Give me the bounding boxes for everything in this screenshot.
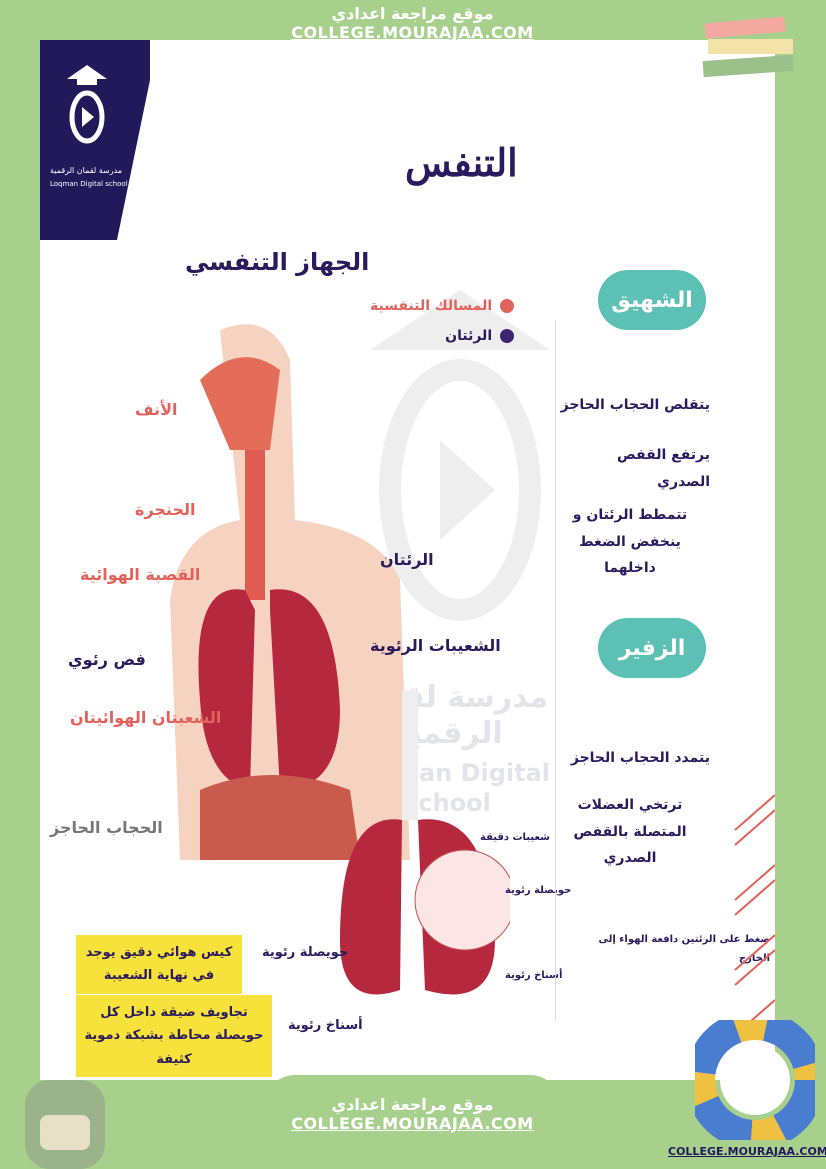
label-alveolus: حويصلة رئوية: [505, 885, 572, 896]
inhalation-step: يرتفع القفص الصدري: [616, 447, 710, 490]
chevron-up-decoration-icon: [734, 794, 775, 1036]
inhalation-step: يتقلص الحجاب الحاجز: [560, 397, 710, 413]
footer-banner: موقع مراجعة اعدادي COLLEGE.MOURAJAA.COM: [265, 1075, 560, 1155]
footer-site-name: موقع مراجعة اعدادي: [331, 1095, 494, 1114]
exhalation-step: ترتخي العضلات المتصلة بالقفص الصدري: [573, 797, 687, 867]
header-site-link[interactable]: COLLEGE.MOURAJAA.COM: [291, 23, 534, 42]
legend-item: الرئتان: [370, 328, 515, 344]
logo-panel: مدرسة لقمان الرقمية Loqman Digital schoo…: [40, 40, 150, 240]
label-fine-bronchioles: شعيبات دقيقة: [480, 832, 550, 843]
page-title: التنفس: [405, 140, 518, 185]
school-wheel-icon: [695, 1020, 815, 1140]
label-trachea: القصبة الهوائية: [80, 565, 201, 584]
label-bronchi: الشعبتان الهوائيتان: [70, 708, 222, 727]
label-larynx: الحنجرة: [135, 500, 196, 519]
definition-text: تجاويف ضيقة داخل كل حويصلة محاطة بشبكة د…: [76, 995, 272, 1078]
books-icon: [702, 16, 794, 78]
backpack-icon: [25, 1080, 105, 1169]
label-bronchioles: الشعيبات الرئوية: [370, 636, 501, 655]
poster: مدرسة لقمان الرقمية Loqman Digital schoo…: [40, 40, 775, 1080]
divider-line: [555, 320, 556, 1020]
corner-site-link[interactable]: COLLEGE.MOURAJAA.COM: [668, 1145, 826, 1158]
label-diaphragm: الحجاب الحاجز: [50, 818, 163, 837]
respiratory-system-illustration: [170, 324, 410, 860]
inhalation-step: تتمطط الرئتان و ينخفض الضغط داخلهما: [572, 507, 688, 577]
label-lobe: فص رئوي: [68, 650, 146, 669]
definition-text: كيس هوائي دقيق يوجد في نهاية الشعيبة: [76, 935, 242, 994]
legend-item: المسالك التنفسية: [370, 298, 515, 314]
legend-dot-icon: [500, 329, 515, 343]
logo-name-en: Loqman Digital school: [50, 180, 128, 188]
school-logo-icon: [67, 65, 107, 144]
legend: المسالك التنفسية الرئتان: [370, 298, 515, 344]
logo-name-ar: مدرسة لقمان الرقمية: [50, 166, 123, 175]
label-nose: الأنف: [135, 400, 178, 419]
exhalation-title: الزفير: [598, 618, 706, 678]
label-lungs: الرئتان: [380, 550, 434, 569]
header-site-name: موقع مراجعة اعدادي: [331, 4, 494, 23]
lung-detail-illustration: [340, 690, 510, 995]
definition-term: أسناخ رئوية: [288, 1018, 363, 1033]
definition-term: حويصلة رئوية: [262, 945, 349, 960]
exhalation-step: يتمدد الحجاب الحاجز: [570, 750, 710, 766]
diagram-heading: الجهاز التنفسي: [185, 248, 370, 276]
legend-dot-icon: [500, 299, 515, 313]
label-alveolar-sacs: أسناخ رئوية: [505, 970, 563, 981]
footer-site-link[interactable]: COLLEGE.MOURAJAA.COM: [291, 1114, 534, 1133]
inhalation-title: الشهيق: [598, 270, 706, 330]
exhalation-step: ضغط على الرئتين دافعة الهواء إلى الخارج: [598, 934, 770, 964]
